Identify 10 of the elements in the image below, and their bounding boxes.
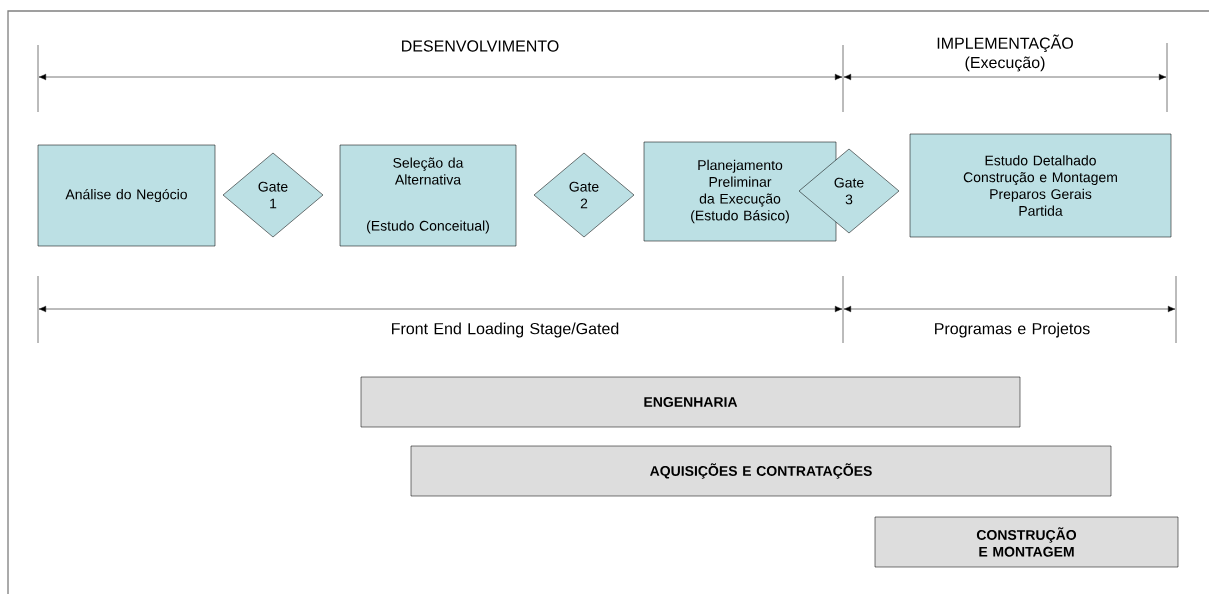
activity-bar: ENGENHARIA [360, 376, 1021, 428]
phase-title: IMPLEMENTAÇÃO (Execução) [937, 34, 1073, 72]
range-label: Front End Loading Stage/Gated [392, 322, 619, 338]
phase-title: DESENVOLVIMENTO [402, 40, 559, 52]
activity-bar: AQUISIÇÕES E CONTRATAÇÕES [410, 445, 1112, 497]
activity-bar: CONSTRUÇÃO E MONTAGEM [874, 516, 1179, 568]
stage-box: Seleção da Alternativa (Estudo Conceitual) [339, 144, 517, 247]
range-label: Programas e Projetos [935, 322, 1090, 338]
stage-box: Estudo Detalhado Construção e Montagem Preparos Gerais Partida [909, 133, 1172, 238]
stage-box: Análise do Negócio [37, 144, 216, 247]
